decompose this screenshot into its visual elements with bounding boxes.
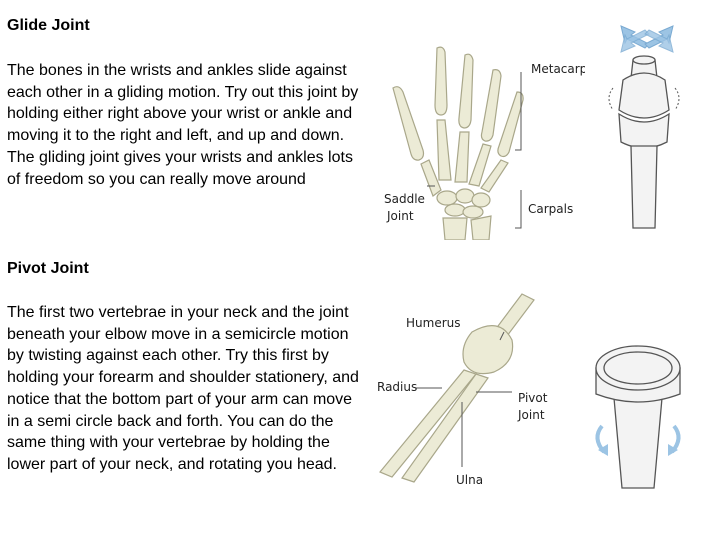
metacarpals-label: Metacarpals bbox=[531, 62, 585, 76]
arm-bones-illustration: Humerus Radius Pivot Joint Ulna bbox=[377, 293, 548, 487]
humerus-label: Humerus bbox=[406, 316, 461, 330]
thumb-bone bbox=[392, 86, 425, 161]
saddle-joint-label-line1: Saddle bbox=[384, 192, 425, 206]
pivot-joint-description: The first two vertebrae in your neck and… bbox=[7, 304, 359, 473]
pivot-joint-model bbox=[595, 345, 681, 489]
glide-arrows-icon bbox=[620, 25, 674, 53]
finger-bone bbox=[497, 91, 524, 158]
hand-bones-illustration: Metacarpals Saddle Joint Carpals bbox=[384, 46, 585, 240]
glide-joint-heading: Glide Joint bbox=[7, 17, 90, 34]
pivot-joint-heading: Pivot Joint bbox=[7, 260, 89, 277]
pivot-joint-label-line2: Joint bbox=[517, 408, 545, 422]
ulna-label: Ulna bbox=[456, 473, 483, 487]
radius-label: Radius bbox=[377, 380, 417, 394]
pivot-joint-label-line1: Pivot bbox=[518, 391, 548, 405]
finger-bone bbox=[434, 46, 448, 116]
saddle-joint-label-line2: Joint bbox=[386, 209, 414, 223]
finger-bone bbox=[458, 53, 474, 129]
carpals-label: Carpals bbox=[528, 202, 573, 216]
finger-bone bbox=[480, 69, 502, 142]
glide-joint-model bbox=[608, 25, 680, 229]
glide-joint-description: The bones in the wrists and ankles slide… bbox=[7, 62, 359, 188]
